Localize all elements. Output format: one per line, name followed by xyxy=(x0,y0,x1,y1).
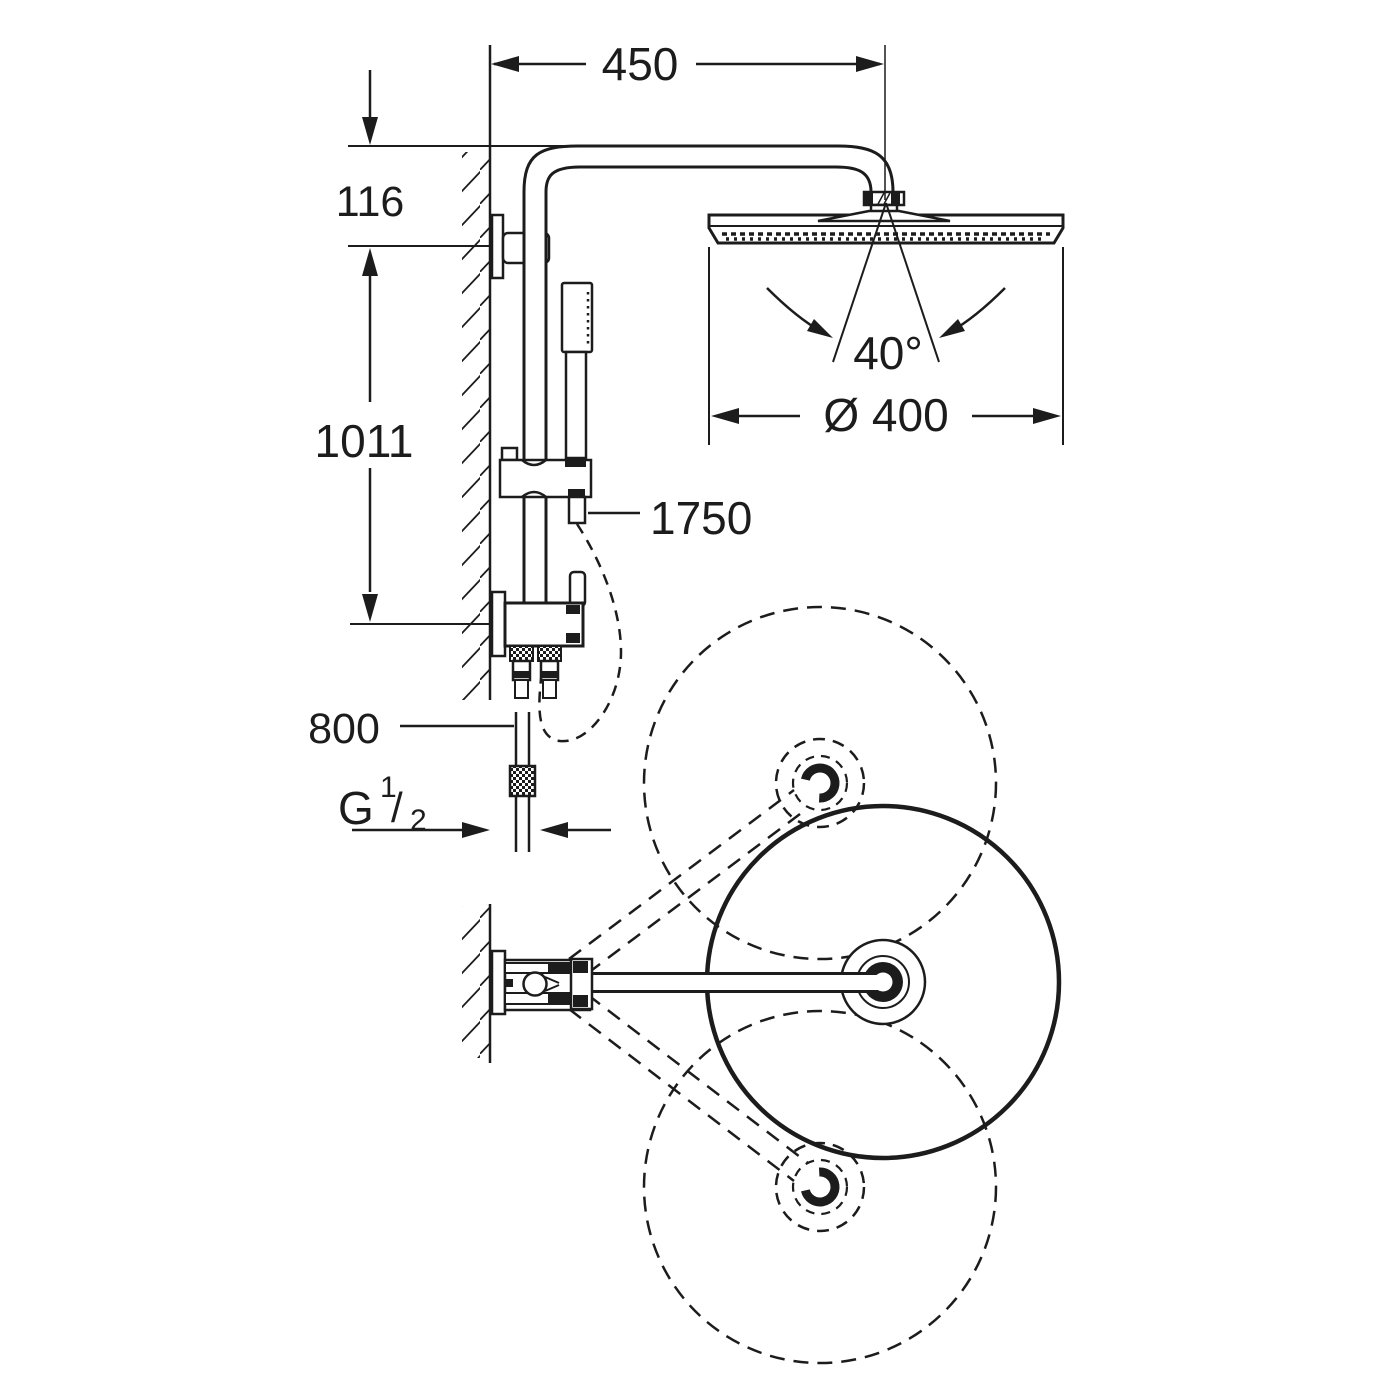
hand-shower xyxy=(560,281,594,460)
diameter-400-dimension: Ø 400 xyxy=(708,247,1064,445)
plan-head-position-upper xyxy=(642,605,998,961)
plan-swivel-arm-lower xyxy=(568,994,809,1182)
thread-denominator: 2 xyxy=(410,804,427,837)
dimension-1011: 1011 xyxy=(315,248,548,625)
plan-swivel-arm-upper xyxy=(568,789,809,974)
label-diameter-400: Ø 400 xyxy=(823,389,948,441)
hand-shower-handle xyxy=(564,350,588,460)
head-cone xyxy=(817,209,951,223)
diverter-valve xyxy=(490,570,587,658)
rail-slider-holder xyxy=(498,446,593,525)
plan-hub-upper-dashed xyxy=(774,737,866,829)
angle-40-annotation: 40° xyxy=(766,202,1006,379)
hose-connector xyxy=(567,495,587,525)
label-116: 116 xyxy=(336,178,405,226)
plan-wall xyxy=(462,904,492,1063)
label-800: 800 xyxy=(308,705,380,753)
wall-section-side xyxy=(462,45,492,700)
thread-g12-dimension: G 1 / 2 xyxy=(338,771,611,838)
thread-numerator: 1 xyxy=(380,771,397,804)
label-450: 450 xyxy=(602,38,679,90)
plan-view xyxy=(462,605,1062,1365)
plan-hub-lower-dashed xyxy=(774,1141,866,1233)
diverter-lever xyxy=(568,570,587,608)
dimension-116: 116 xyxy=(336,70,592,247)
dimension-450: 450 xyxy=(491,38,886,200)
label-40deg: 40° xyxy=(853,327,923,379)
label-1750-leader: 1750 xyxy=(588,492,752,544)
plan-arm-hub-hole xyxy=(873,972,893,992)
supply-pipe xyxy=(508,712,537,852)
rain-shower-head-side xyxy=(707,209,1065,245)
label-800-leader: 800 xyxy=(308,705,514,753)
hand-shower-hose-dashed xyxy=(538,523,623,743)
plan-wall-mount xyxy=(490,949,594,1016)
thread-slash: / xyxy=(391,784,403,831)
supply-connections xyxy=(509,645,562,699)
plan-head-position-lower xyxy=(642,1009,998,1365)
label-1011: 1011 xyxy=(315,415,414,467)
label-1750: 1750 xyxy=(650,492,752,544)
plan-arm xyxy=(592,972,880,993)
thread-letter: G xyxy=(338,782,374,834)
